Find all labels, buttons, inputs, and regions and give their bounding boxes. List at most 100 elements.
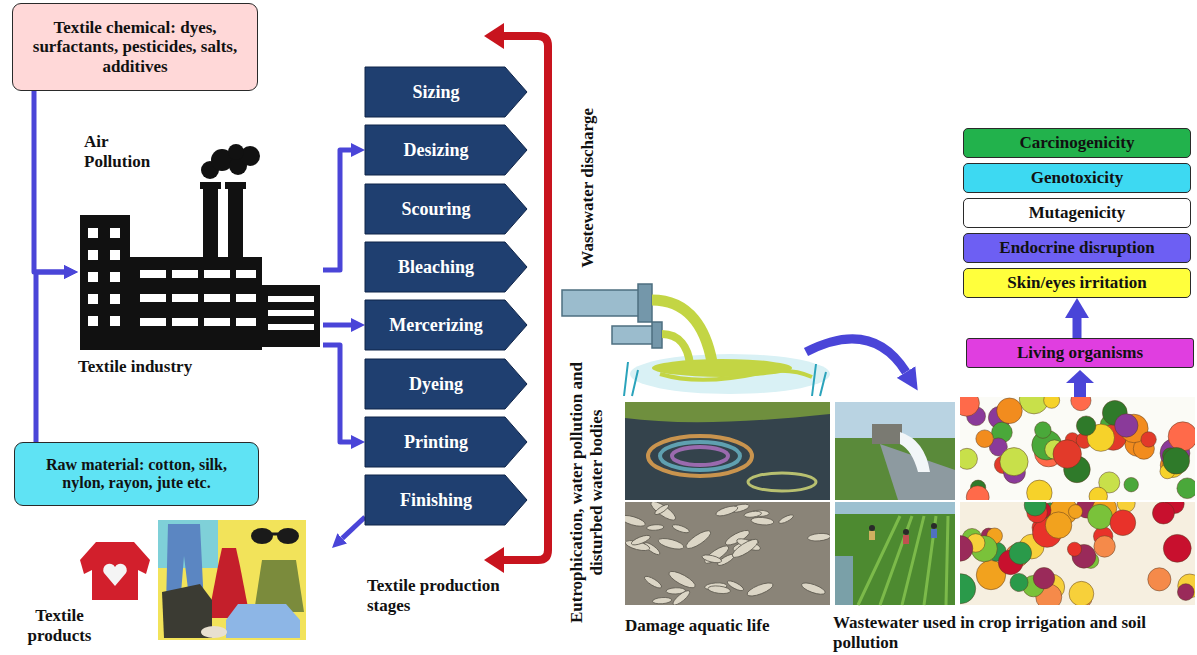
- factory-icon-part: [200, 182, 221, 189]
- oil-slick-photo-part: [648, 436, 752, 476]
- produce-shape: [1044, 397, 1060, 408]
- stage-arrow-shape: [365, 300, 527, 350]
- flow-arrow: [36, 272, 64, 442]
- fish-shape: [726, 579, 745, 592]
- produce-shape: [1168, 422, 1195, 451]
- textile-products-illustration-part: [277, 528, 299, 544]
- textile-products-illustration-part: [158, 520, 306, 640]
- flow-arrow: [323, 345, 351, 442]
- produce-shape: [1094, 536, 1115, 557]
- process-stage-arrow: Desizing: [365, 125, 527, 175]
- node-text: Textile chemical: dyes, surfactants, pes…: [21, 18, 249, 77]
- textile-products-illustration-part: [272, 533, 278, 536]
- produce-shape: [1076, 416, 1096, 436]
- factory-icon-part: [110, 228, 120, 238]
- factory-icon-part: [268, 310, 314, 316]
- discharge-bracket-arrow-part: [484, 547, 504, 573]
- oil-slick-photo-part: [660, 442, 740, 470]
- produce-shape: [1009, 542, 1032, 565]
- drainage-photo-part: [835, 402, 955, 500]
- produce-shape: [1035, 422, 1052, 439]
- fish-shape: [807, 533, 830, 542]
- irrigated-field-photo-part: [835, 502, 955, 605]
- produce-shape: [1115, 414, 1138, 437]
- produce-shape: [1152, 502, 1174, 524]
- dead-fish-photo: [625, 502, 830, 605]
- stage-label: Printing: [404, 432, 468, 453]
- stage-arrow-shape: [365, 242, 527, 292]
- discharge-pipe-part: [638, 284, 652, 322]
- factory-icon-part: [228, 186, 243, 260]
- factory-icon-part: [236, 270, 256, 278]
- fish-shape: [708, 585, 731, 595]
- vegetables-photo: [954, 385, 1197, 509]
- discharge-pipe-part: [660, 371, 812, 380]
- factory-icon-part: [203, 186, 218, 260]
- text-holder: Textile products: [2, 606, 117, 645]
- produce-shape: [1010, 573, 1028, 591]
- discharge-pipe-part: [624, 362, 826, 396]
- text-holder: Textile industry: [78, 357, 278, 377]
- vegetables-photo: [960, 397, 1195, 500]
- produce-shape: [1000, 448, 1028, 476]
- produce-shape: [1024, 502, 1046, 516]
- node-text: Genotoxicity: [1031, 168, 1124, 188]
- irrigated-field-photo-part: [903, 535, 909, 544]
- factory-icon-part: [172, 270, 198, 278]
- health-effect-box: Genotoxicity: [963, 163, 1191, 193]
- textile-products-illustration-part: [103, 564, 127, 586]
- chemical-input-box: Textile chemical: dyes, surfactants, pes…: [12, 3, 258, 91]
- drainage-photo: [835, 402, 955, 500]
- discharge-pipe-part: [630, 354, 830, 394]
- discharge-pipe-part: [652, 322, 662, 348]
- fish-shape: [800, 581, 826, 597]
- node-text: Textile products: [2, 606, 117, 645]
- factory-icon-part: [110, 316, 120, 326]
- annotation-text: Eutrophication, water pollution and dist…: [567, 342, 606, 642]
- process-stage-arrow: Mercerizing: [365, 300, 527, 350]
- products-node: Textile products: [2, 520, 332, 653]
- flow-curved-arrow: [806, 339, 906, 372]
- factory-icon-part: [88, 294, 98, 304]
- textile-products-illustration-part: [226, 604, 300, 638]
- flow-arrow: [323, 323, 351, 328]
- produce-shape: [997, 398, 1023, 424]
- produce-shape: [1089, 487, 1107, 500]
- factory-icon-part: [236, 318, 256, 326]
- fish-shape: [630, 533, 651, 546]
- factory-icon-part: [110, 294, 120, 304]
- discharge-pipe-part: [652, 300, 712, 362]
- oil-slick-photo-part: [625, 402, 830, 500]
- annotation-text: Damage aquatic life: [625, 616, 825, 636]
- oil-slick-photo-part: [672, 447, 728, 465]
- discharge-pipe-part: [662, 334, 690, 364]
- health-effect-box: Mutagenicity: [963, 198, 1191, 228]
- produce-shape: [1067, 542, 1081, 556]
- stage-arrow-shape: [365, 125, 527, 175]
- fish-shape: [657, 536, 685, 551]
- fish-shape: [654, 503, 670, 516]
- fish-shape: [730, 536, 760, 560]
- fish-shape: [744, 510, 762, 518]
- node-text: Raw material: cotton, silk, nylon, rayon…: [23, 456, 250, 493]
- textile-products-illustration-part: [80, 542, 150, 600]
- factory-icon-part: [140, 294, 166, 302]
- factory-node: Textile industry: [78, 145, 323, 385]
- discharge-pipe-part: [612, 326, 654, 344]
- oil-slick-photo-part: [625, 402, 830, 422]
- factory-icon-part: [88, 316, 98, 326]
- stage-label: Finishing: [400, 490, 472, 511]
- produce-shape: [1033, 567, 1054, 588]
- stage-arrow-shape: [365, 475, 527, 525]
- produce-shape: [1088, 504, 1113, 529]
- drainage-photo-part: [900, 432, 930, 472]
- annotation-text: Wastewater used in crop irrigation and s…: [833, 613, 1195, 652]
- vegetables-photo-part: [960, 397, 1195, 500]
- produce-shape: [1045, 512, 1071, 538]
- irrigated-field-photo-part: [835, 556, 853, 605]
- stage-label: Desizing: [404, 140, 469, 161]
- irrigated-field-photo-part: [931, 529, 937, 538]
- process-stage-arrow: Finishing: [365, 475, 527, 525]
- health-effect-box: Endocrine disruption: [963, 233, 1191, 263]
